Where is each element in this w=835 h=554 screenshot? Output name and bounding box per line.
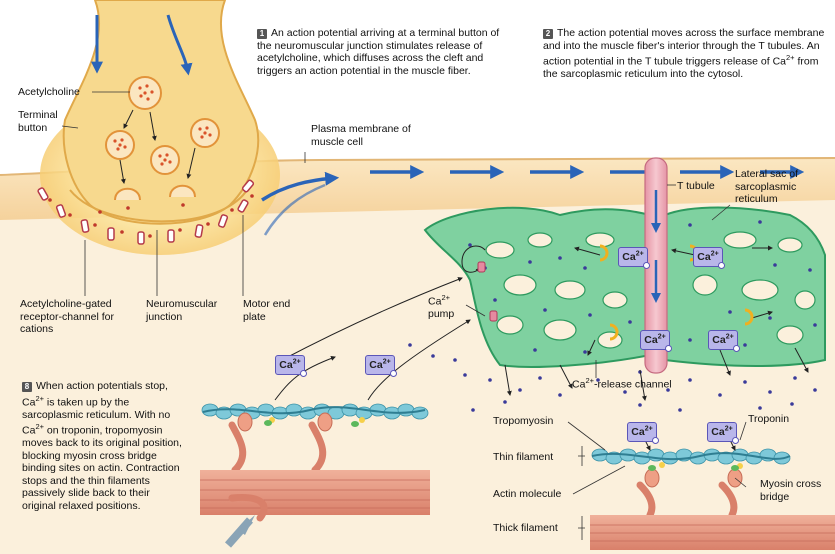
label-acetylcholine: Acetylcholine (18, 86, 80, 99)
label-terminal-button: Terminal button (18, 109, 73, 134)
label-motor-end-plate: Motor end plate (243, 298, 308, 323)
ca-badge: Ca2+ (275, 355, 305, 375)
label-myosin-cross-bridge: Myosin cross bridge (760, 478, 835, 503)
label-plasma-membrane: Plasma membrane of muscle cell (311, 123, 436, 148)
label-thick-filament: Thick filament (493, 522, 558, 535)
ca-badge: Ca2+ (708, 330, 738, 350)
label-lateral-sac: Lateral sac of sarcoplasmic reticulum (735, 168, 820, 206)
step-1-badge: 1 (257, 29, 267, 39)
label-ca-pump: Ca2+pump (428, 292, 454, 321)
ca-badge: Ca2+ (618, 247, 648, 267)
label-thin-filament: Thin filament (493, 451, 553, 464)
ca-badge: Ca2+ (693, 247, 723, 267)
label-nmj: Neuromuscular junction (146, 298, 226, 323)
ca-badge: Ca2+ (640, 330, 670, 350)
label-ach-receptor: Acetylcholine-gated receptor-channel for… (20, 298, 145, 336)
label-troponin: Troponin (748, 413, 789, 426)
ca-badge: Ca2+ (627, 422, 657, 442)
ca-badge: Ca2+ (707, 422, 737, 442)
label-ca-release-channel: Ca2+-release channel (572, 375, 672, 391)
label-actin-molecule: Actin molecule (493, 488, 561, 501)
ca-badge: Ca2+ (365, 355, 395, 375)
label-tropomyosin: Tropomyosin (493, 415, 553, 428)
step-2-badge: 2 (543, 29, 553, 39)
step-8-badge: 8 (22, 382, 32, 392)
label-t-tubule: T tubule (677, 180, 715, 193)
